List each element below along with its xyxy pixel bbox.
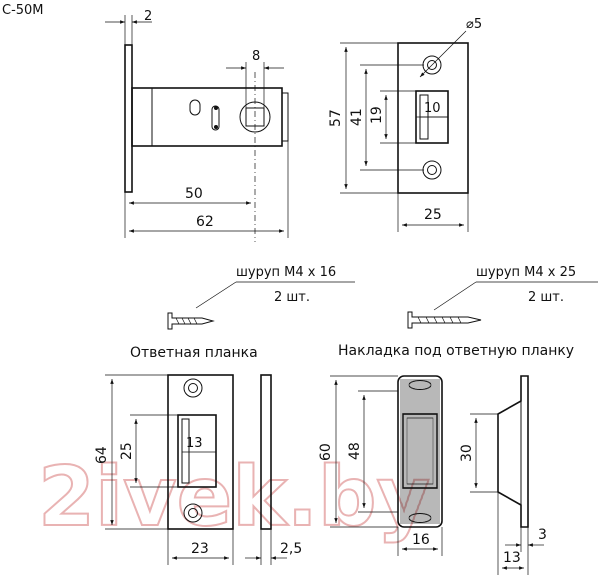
screw-left-label: шуруп М4 х 16	[236, 265, 336, 280]
dim-square-hole: 8	[252, 49, 260, 64]
cover-plate-view: 60 48 16 30 13 3	[318, 375, 547, 575]
strike-plate-outline	[167, 374, 234, 530]
faceplate-edge	[124, 44, 133, 193]
cover-hatching	[400, 379, 440, 524]
vertical-slot	[211, 105, 220, 131]
dim-faceplate-height: 57	[328, 109, 344, 127]
cover-opening	[402, 413, 438, 489]
bottom-screw-hole	[422, 160, 442, 180]
latch-side-view: 2 8 50 62	[105, 9, 289, 242]
dim-strike-width: 23	[191, 541, 209, 557]
dim-strike-opening-height: 25	[119, 442, 135, 460]
dim-profile-offset: 3	[538, 527, 547, 543]
strike-opening	[177, 414, 217, 488]
latch-body	[131, 87, 283, 147]
screw-right: шуруп М4 х 25 2 шт.	[407, 265, 598, 329]
screw-left: шуруп М4 х 16 2 шт.	[167, 265, 355, 330]
cover-plate-outline	[397, 375, 443, 528]
cover-side-profile	[497, 375, 529, 528]
model-title: С-50М	[2, 3, 44, 18]
dim-cover-inner-height: 48	[347, 442, 363, 460]
strike-plate-view: 13 64 25 23 2,5	[94, 374, 302, 565]
faceplate-outline	[397, 42, 469, 194]
strike-plate-title: Ответная планка	[130, 345, 258, 361]
dim-opening-height: 19	[369, 106, 385, 124]
dim-cover-width: 16	[412, 532, 430, 548]
dim-backset: 50	[185, 186, 203, 202]
dim-hole-spacing: 41	[349, 108, 365, 126]
dim-profile-depth: 13	[503, 550, 521, 566]
small-slot	[189, 99, 201, 116]
cover-bottom-slot	[408, 513, 432, 523]
dim-strike-height: 64	[94, 446, 110, 464]
dim-cover-height: 60	[318, 443, 334, 461]
strike-top-hole	[183, 378, 203, 398]
dim-faceplate-width: 25	[424, 207, 442, 223]
screw-right-label: шуруп М4 х 25	[476, 265, 576, 280]
strike-side-profile	[260, 374, 272, 530]
dim-opening-width: 10	[424, 101, 441, 116]
dim-plate-thickness: 2	[144, 9, 152, 24]
dim-strike-thickness: 2,5	[280, 541, 302, 557]
cover-top-slot	[408, 380, 432, 390]
faceplate-front-view: ⌀5 57 41 19 10 25	[328, 17, 482, 232]
latch-end-cap	[281, 92, 289, 142]
dim-strike-opening-width: 13	[186, 436, 203, 451]
dim-profile-height: 30	[459, 444, 475, 462]
screw-right-qty: 2 шт.	[528, 290, 564, 305]
screw-16-icon	[167, 312, 215, 330]
strike-bottom-hole	[183, 503, 203, 523]
dim-length: 62	[196, 214, 214, 230]
screw-left-qty: 2 шт.	[274, 290, 310, 305]
cover-plate-title: Накладка под ответную планку	[338, 343, 574, 359]
screw-25-icon	[407, 311, 482, 329]
dim-hole-diameter: ⌀5	[466, 17, 482, 32]
